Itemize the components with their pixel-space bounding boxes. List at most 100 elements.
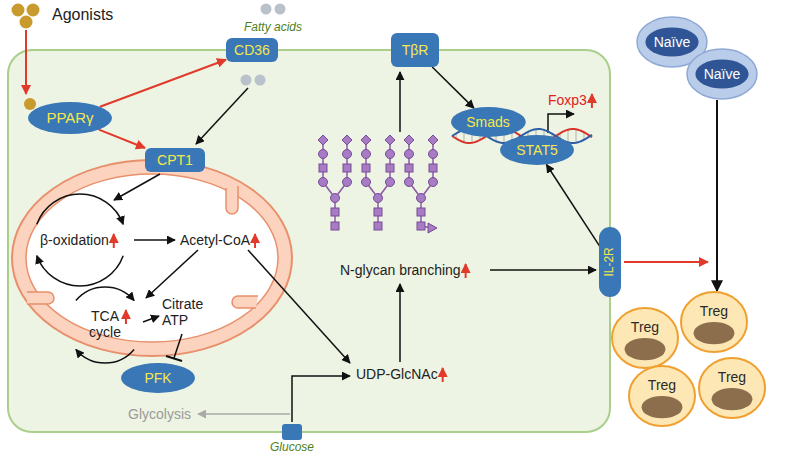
- node-label: Smads: [466, 114, 510, 130]
- metabolic-arrows: [76, 349, 134, 363]
- node-text-holder: TβR: [391, 33, 439, 67]
- il2-signal-arrow: [624, 262, 708, 263]
- cell-membrane: [8, 50, 610, 432]
- agonist-molecules: [12, 4, 40, 111]
- increase-arrows: [114, 94, 592, 382]
- metabolic-arrows: [399, 284, 401, 362]
- fatty-acid-molecules: [255, 75, 266, 86]
- treg-cell: Treg: [628, 365, 696, 427]
- metabolic-arrows: [399, 72, 401, 132]
- receptor-ellipse: PPARγ: [28, 102, 112, 134]
- dna-helix: [576, 129, 577, 142]
- node-text-holder: CPT1: [145, 148, 205, 172]
- protein-ellipse: [28, 102, 112, 134]
- n-glycan-structures: [374, 194, 383, 203]
- node-label: Naïve: [654, 34, 691, 50]
- signal-arrow: [99, 130, 145, 148]
- glycolysis-arrow: [198, 414, 290, 415]
- metabolic-arrows: [248, 250, 350, 363]
- metabolic-arrows: [292, 376, 350, 422]
- cell-membrane: [8, 50, 610, 432]
- node-label: CD36: [234, 42, 270, 58]
- treg-cell: Treg: [698, 357, 766, 419]
- n-glycan-structures: [343, 178, 352, 187]
- mitochondrion: [226, 186, 238, 214]
- node-label: CPT1: [157, 152, 193, 168]
- cell-nucleus: [695, 59, 748, 88]
- agonist-molecules: [12, 4, 25, 17]
- receptor-shape: [391, 33, 439, 67]
- cell-body: [687, 49, 757, 99]
- dna-helix: [568, 130, 569, 143]
- agonist-arrow: [26, 30, 27, 94]
- enzyme-ellipse: PFK: [121, 363, 195, 393]
- node-text-holder: PFK: [121, 363, 195, 393]
- n-glycan-structures: [405, 178, 414, 187]
- metabolic-arrows: [37, 72, 596, 422]
- signal-arrow: [432, 67, 474, 108]
- metabolic-arrows: [196, 88, 248, 144]
- gene-label: Foxp3: [548, 92, 587, 108]
- n-glycan-structures: [404, 135, 414, 145]
- metabolic-arrows: [76, 287, 134, 301]
- n-glycan-structures: [362, 150, 371, 159]
- node-text-holder: PPARγ: [28, 102, 112, 134]
- metabolic-arrows: [143, 316, 159, 322]
- cell-body: [681, 292, 747, 352]
- node-outline: [611, 307, 679, 369]
- mitochondrion: [232, 296, 258, 308]
- signal-arrow: [716, 100, 718, 291]
- protein-ellipse: [121, 363, 195, 393]
- n-glycan-structures: [343, 164, 351, 172]
- fatty-acid-molecules: [275, 4, 286, 15]
- n-glycan-structures: [319, 178, 328, 187]
- receptor-shape: [145, 148, 205, 172]
- mitochondrion: [12, 160, 292, 356]
- agonist-arrow: [25, 30, 27, 94]
- pathway-label: N-glycan branching: [340, 262, 461, 278]
- n-glycan-structures: [374, 208, 382, 216]
- n-glycan-structures: [318, 135, 438, 233]
- metabolite-label: UDP-GlcNAc: [356, 366, 438, 382]
- n-glycan-structures: [386, 150, 395, 159]
- node-text-holder: Treg: [611, 307, 679, 369]
- n-glycan-structures: [429, 150, 438, 159]
- n-glycan-structures: [386, 178, 395, 187]
- node-label: PPARγ: [46, 109, 93, 126]
- node-text-holder: Naïve: [686, 48, 758, 100]
- agonist-molecules: [20, 16, 33, 29]
- signal-arrow: [100, 60, 226, 107]
- transporter-box: CPT1: [145, 148, 205, 172]
- increase-arrows: [591, 94, 593, 108]
- n-glycan-structures: [361, 135, 371, 145]
- n-glycan-structures: [405, 164, 413, 172]
- glucose-transporter: [282, 424, 302, 440]
- mitochondrion: [26, 174, 278, 342]
- n-glycan-structures: [362, 164, 370, 172]
- n-glycan-structures: [417, 194, 426, 203]
- substrate-label: Glucose: [270, 441, 314, 455]
- transcription-factor: STAT5: [500, 135, 574, 165]
- mitochondrion: [27, 292, 54, 304]
- treg-cell: Treg: [611, 307, 679, 369]
- membrane-receptor: IL-2R: [599, 227, 621, 297]
- pathway-label: β-oxidation: [40, 232, 109, 248]
- cell-body: [629, 366, 695, 426]
- n-glycan-structures: [428, 223, 437, 233]
- metabolic-arrows: [134, 239, 175, 241]
- metabolite-label: Citrate ATP: [162, 296, 203, 328]
- agonist-molecules: [24, 98, 36, 110]
- n-glycan-structures: [429, 164, 437, 172]
- il2-signal-arrow: [624, 261, 708, 263]
- node-text-holder: Treg: [628, 365, 696, 427]
- fatty-acid-molecules: [241, 75, 252, 86]
- metabolic-arrows: [174, 334, 182, 358]
- metabolic-arrows: [37, 256, 123, 286]
- n-glycan-structures: [386, 164, 394, 172]
- transcription-factor: Smads: [451, 107, 526, 137]
- pathway-label: Glycolysis: [128, 406, 191, 422]
- node-label: Treg: [700, 303, 728, 319]
- node-label: Treg: [648, 377, 676, 393]
- naive-cell: Naïve: [686, 48, 758, 100]
